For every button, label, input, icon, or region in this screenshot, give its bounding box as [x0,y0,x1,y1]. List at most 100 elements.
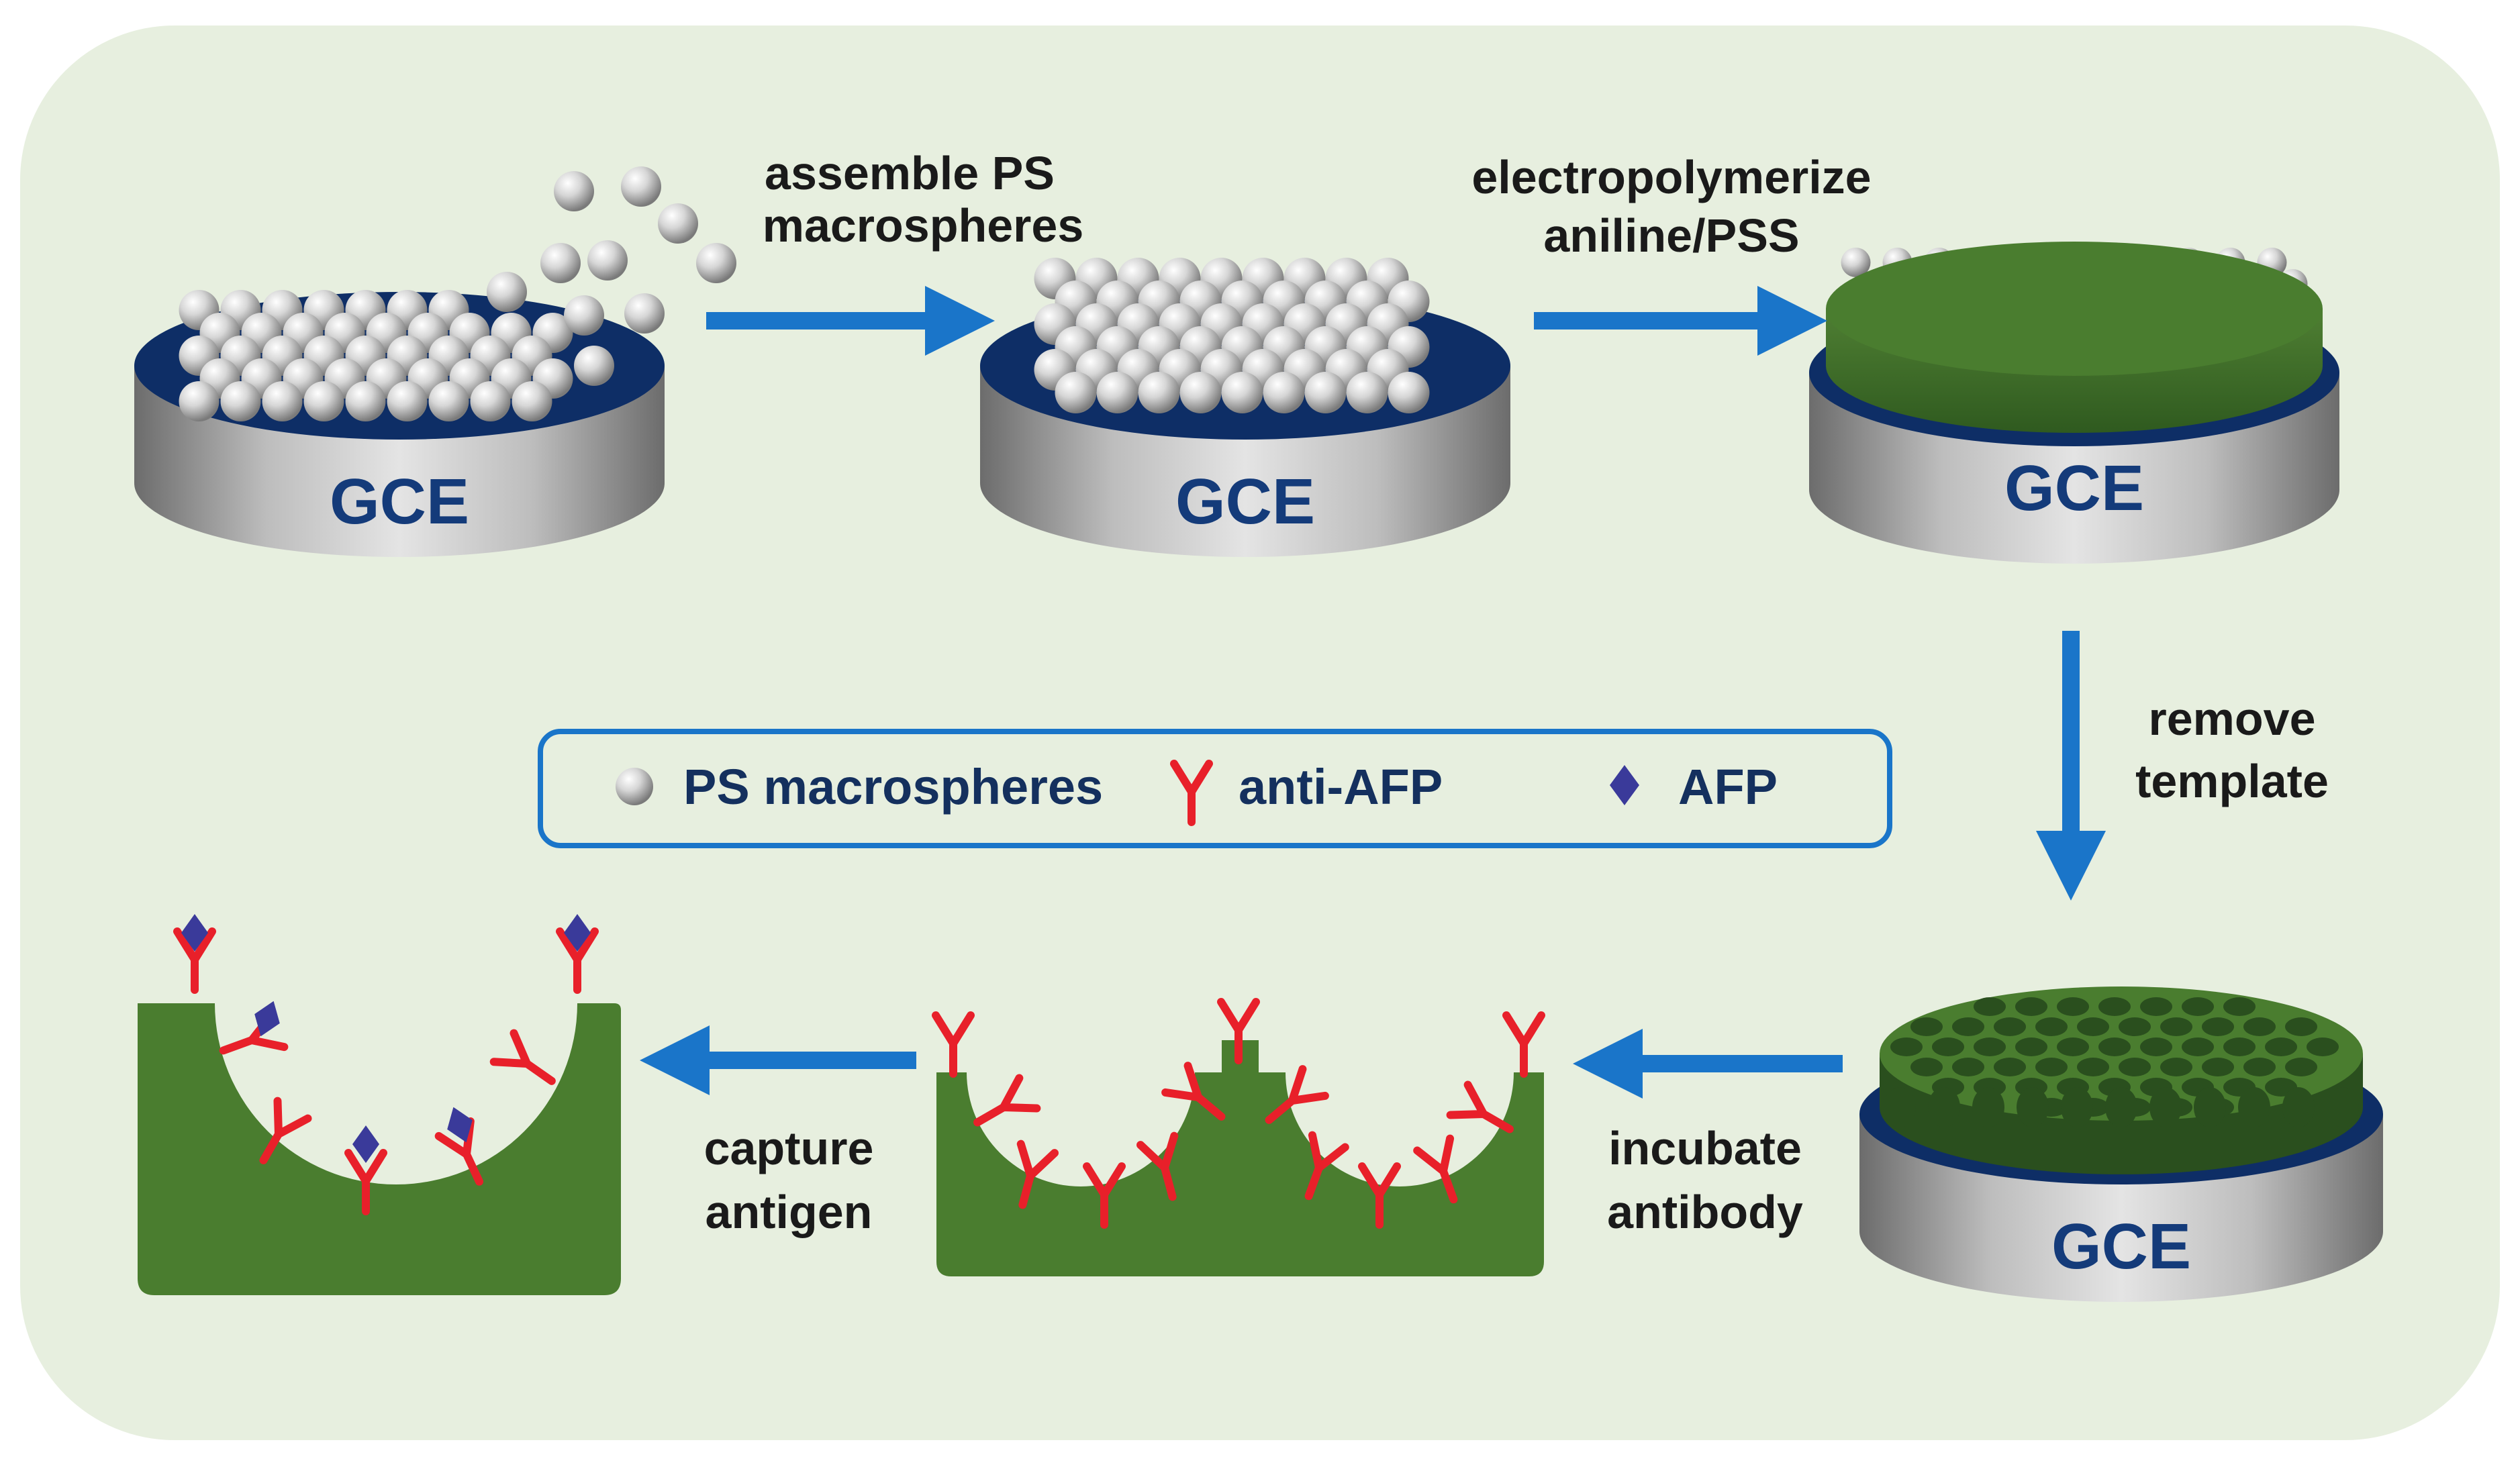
legend-ps-sphere-icon [616,768,653,805]
pore-hole [2098,1037,2131,1056]
legend-antigen-label: AFP [1678,759,1778,815]
ps-sphere-free [658,203,698,244]
legend-box [538,729,1892,848]
step-electropolymerize-line2: aniline/PSS [1543,209,1799,262]
ps-sphere [1055,372,1097,413]
pore-hole [1890,1037,1923,1056]
step-incubate-line1: incubate [1608,1122,1802,1174]
pore-hole [2223,1037,2256,1056]
pore-hole [2015,997,2047,1016]
pore-hole [1910,1017,1943,1036]
ps-sphere [1221,372,1263,413]
ps-sphere [1096,372,1138,413]
pore-hole [2160,1017,2192,1036]
pore-hole [2140,1037,2172,1056]
ps-sphere-free [540,243,581,283]
legend-antigen-diamond-icon [1610,765,1639,805]
pore-hole [2182,997,2214,1016]
ps-sphere-free [621,166,661,207]
ps-sphere-free [696,243,736,283]
pore-hole [1952,1017,1984,1036]
ps-sphere-free [554,171,594,211]
pore-hole [2202,1017,2234,1036]
electrode-label: GCE [2004,452,2144,524]
ps-sphere [1304,372,1347,413]
pore-edge [1972,1087,2004,1127]
pore-hole [1932,1037,1964,1056]
ps-sphere [1388,372,1430,413]
ps-sphere-free [574,346,614,386]
ps-sphere-free [624,293,665,334]
ps-sphere [1179,372,1222,413]
step-assemble-label: assemble PS macrospheres [763,147,1084,252]
ps-sphere [470,381,511,421]
antigen-diamond-icon [564,914,591,952]
step-assemble-line2: macrospheres [763,199,1084,252]
pore-hole [1994,1017,2026,1036]
antigen-diamond-icon [254,1001,280,1037]
ps-sphere [1263,372,1305,413]
step-electropolymerize-line1: electropolymerize [1471,151,1871,203]
pore-edge [2017,1087,2049,1127]
pore-hole [2265,1037,2297,1056]
electrode-label: GCE [330,466,469,538]
pore-hole [1994,1058,2026,1076]
pore-hole [2035,1058,2068,1076]
pore-edge [1884,1087,1916,1127]
pore-edge [2149,1087,2182,1127]
pore-edge [2327,1087,2359,1127]
step-capture-line1: capture [704,1122,874,1174]
pore-edge [2194,1087,2226,1127]
step-remove-label: remove template [2135,693,2329,807]
pore-hole [2223,997,2256,1016]
pore-hole [2140,997,2172,1016]
pore-hole [2160,1058,2192,1076]
electrode-label: GCE [2051,1211,2191,1282]
ps-sphere [179,381,220,421]
ps-sphere [512,381,552,421]
ps-sphere [303,381,344,421]
pore-hole [1974,997,2006,1016]
pore-hole [2077,1058,2109,1076]
polymer-films-layer [1826,242,2363,1174]
pore-hole [2202,1058,2234,1076]
ps-sphere [387,381,428,421]
polymer-film-top [1826,242,2323,376]
pore-hole [2285,1017,2317,1036]
ps-sphere-free [587,240,628,281]
electrode-label: GCE [1175,466,1315,538]
pore-hole [2015,1037,2047,1056]
pore-edge [2105,1087,2137,1127]
legend-antibody-label: anti-AFP [1239,759,1443,815]
ps-sphere-free [487,272,527,312]
antigens-layer [181,914,591,1163]
ps-sphere-free [564,295,604,336]
pore-hole [2077,1017,2109,1036]
pore-edge [1928,1087,1960,1127]
pore-hole [2182,1037,2214,1056]
pore-hole [2035,1017,2068,1036]
cross-section-antibody-pores [936,1040,1544,1276]
ps-sphere [1841,248,1871,277]
cross-section-antigen-capture [138,1003,621,1295]
pore-hole [2307,1037,2339,1056]
ps-sphere [345,381,386,421]
step-incubate-label: incubate antibody [1607,1122,1803,1238]
ps-sphere [428,381,469,421]
pore-edge [2238,1087,2270,1127]
antigen-diamond-icon [447,1107,473,1143]
pore-hole [2243,1017,2276,1036]
ps-sphere [220,381,261,421]
pore-hole [2057,1037,2089,1056]
pore-hole [2285,1058,2317,1076]
step-remove-line1: remove [2148,693,2315,745]
step-capture-line2: antigen [706,1186,873,1238]
pore-hole [1910,1058,1943,1076]
step-remove-line2: template [2135,755,2329,807]
pore-hole [2119,1058,2151,1076]
ps-sphere [1346,372,1388,413]
cross-sections-layer [138,1003,1544,1295]
pore-hole [2098,997,2131,1016]
step-assemble-line1: assemble PS [765,147,1055,199]
